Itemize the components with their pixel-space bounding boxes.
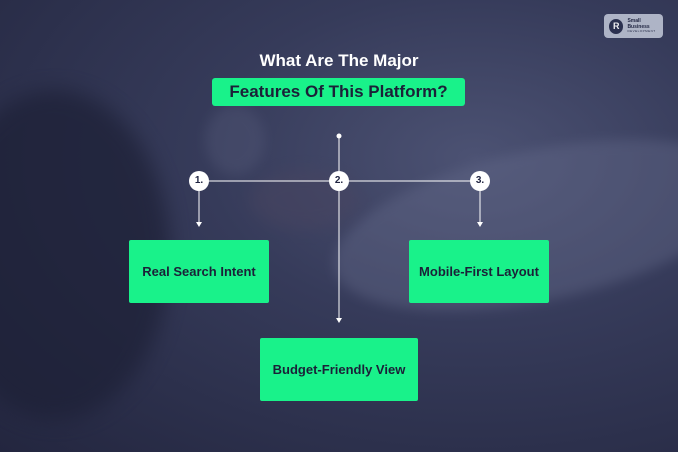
brand-name: Small Business (627, 18, 650, 31)
center-arrowhead (336, 318, 342, 323)
center-top-dot (336, 133, 342, 139)
brand-text: Small Business DEVELOPMENT (627, 18, 663, 34)
title-line-2-highlight: Features Of This Platform? (212, 78, 465, 106)
feature-box-budget-friendly-view: Budget-Friendly View (260, 338, 418, 401)
feature-box-mobile-first-layout: Mobile-First Layout (409, 240, 549, 303)
logo-mark-icon: R (609, 18, 624, 34)
left-arrowhead (196, 222, 202, 227)
mug-shape (205, 105, 265, 175)
feature-number-2: 2. (329, 171, 349, 191)
feature-number-3: 3. (470, 171, 490, 191)
title-line-1: What Are The Major (259, 51, 419, 70)
feature-box-real-search-intent: Real Search Intent (129, 240, 269, 303)
feature-number-1: 1. (189, 171, 209, 191)
right-arrowhead (477, 222, 483, 227)
brand-logo: R Small Business DEVELOPMENT (604, 14, 663, 38)
brand-tagline: DEVELOPMENT (627, 29, 656, 34)
